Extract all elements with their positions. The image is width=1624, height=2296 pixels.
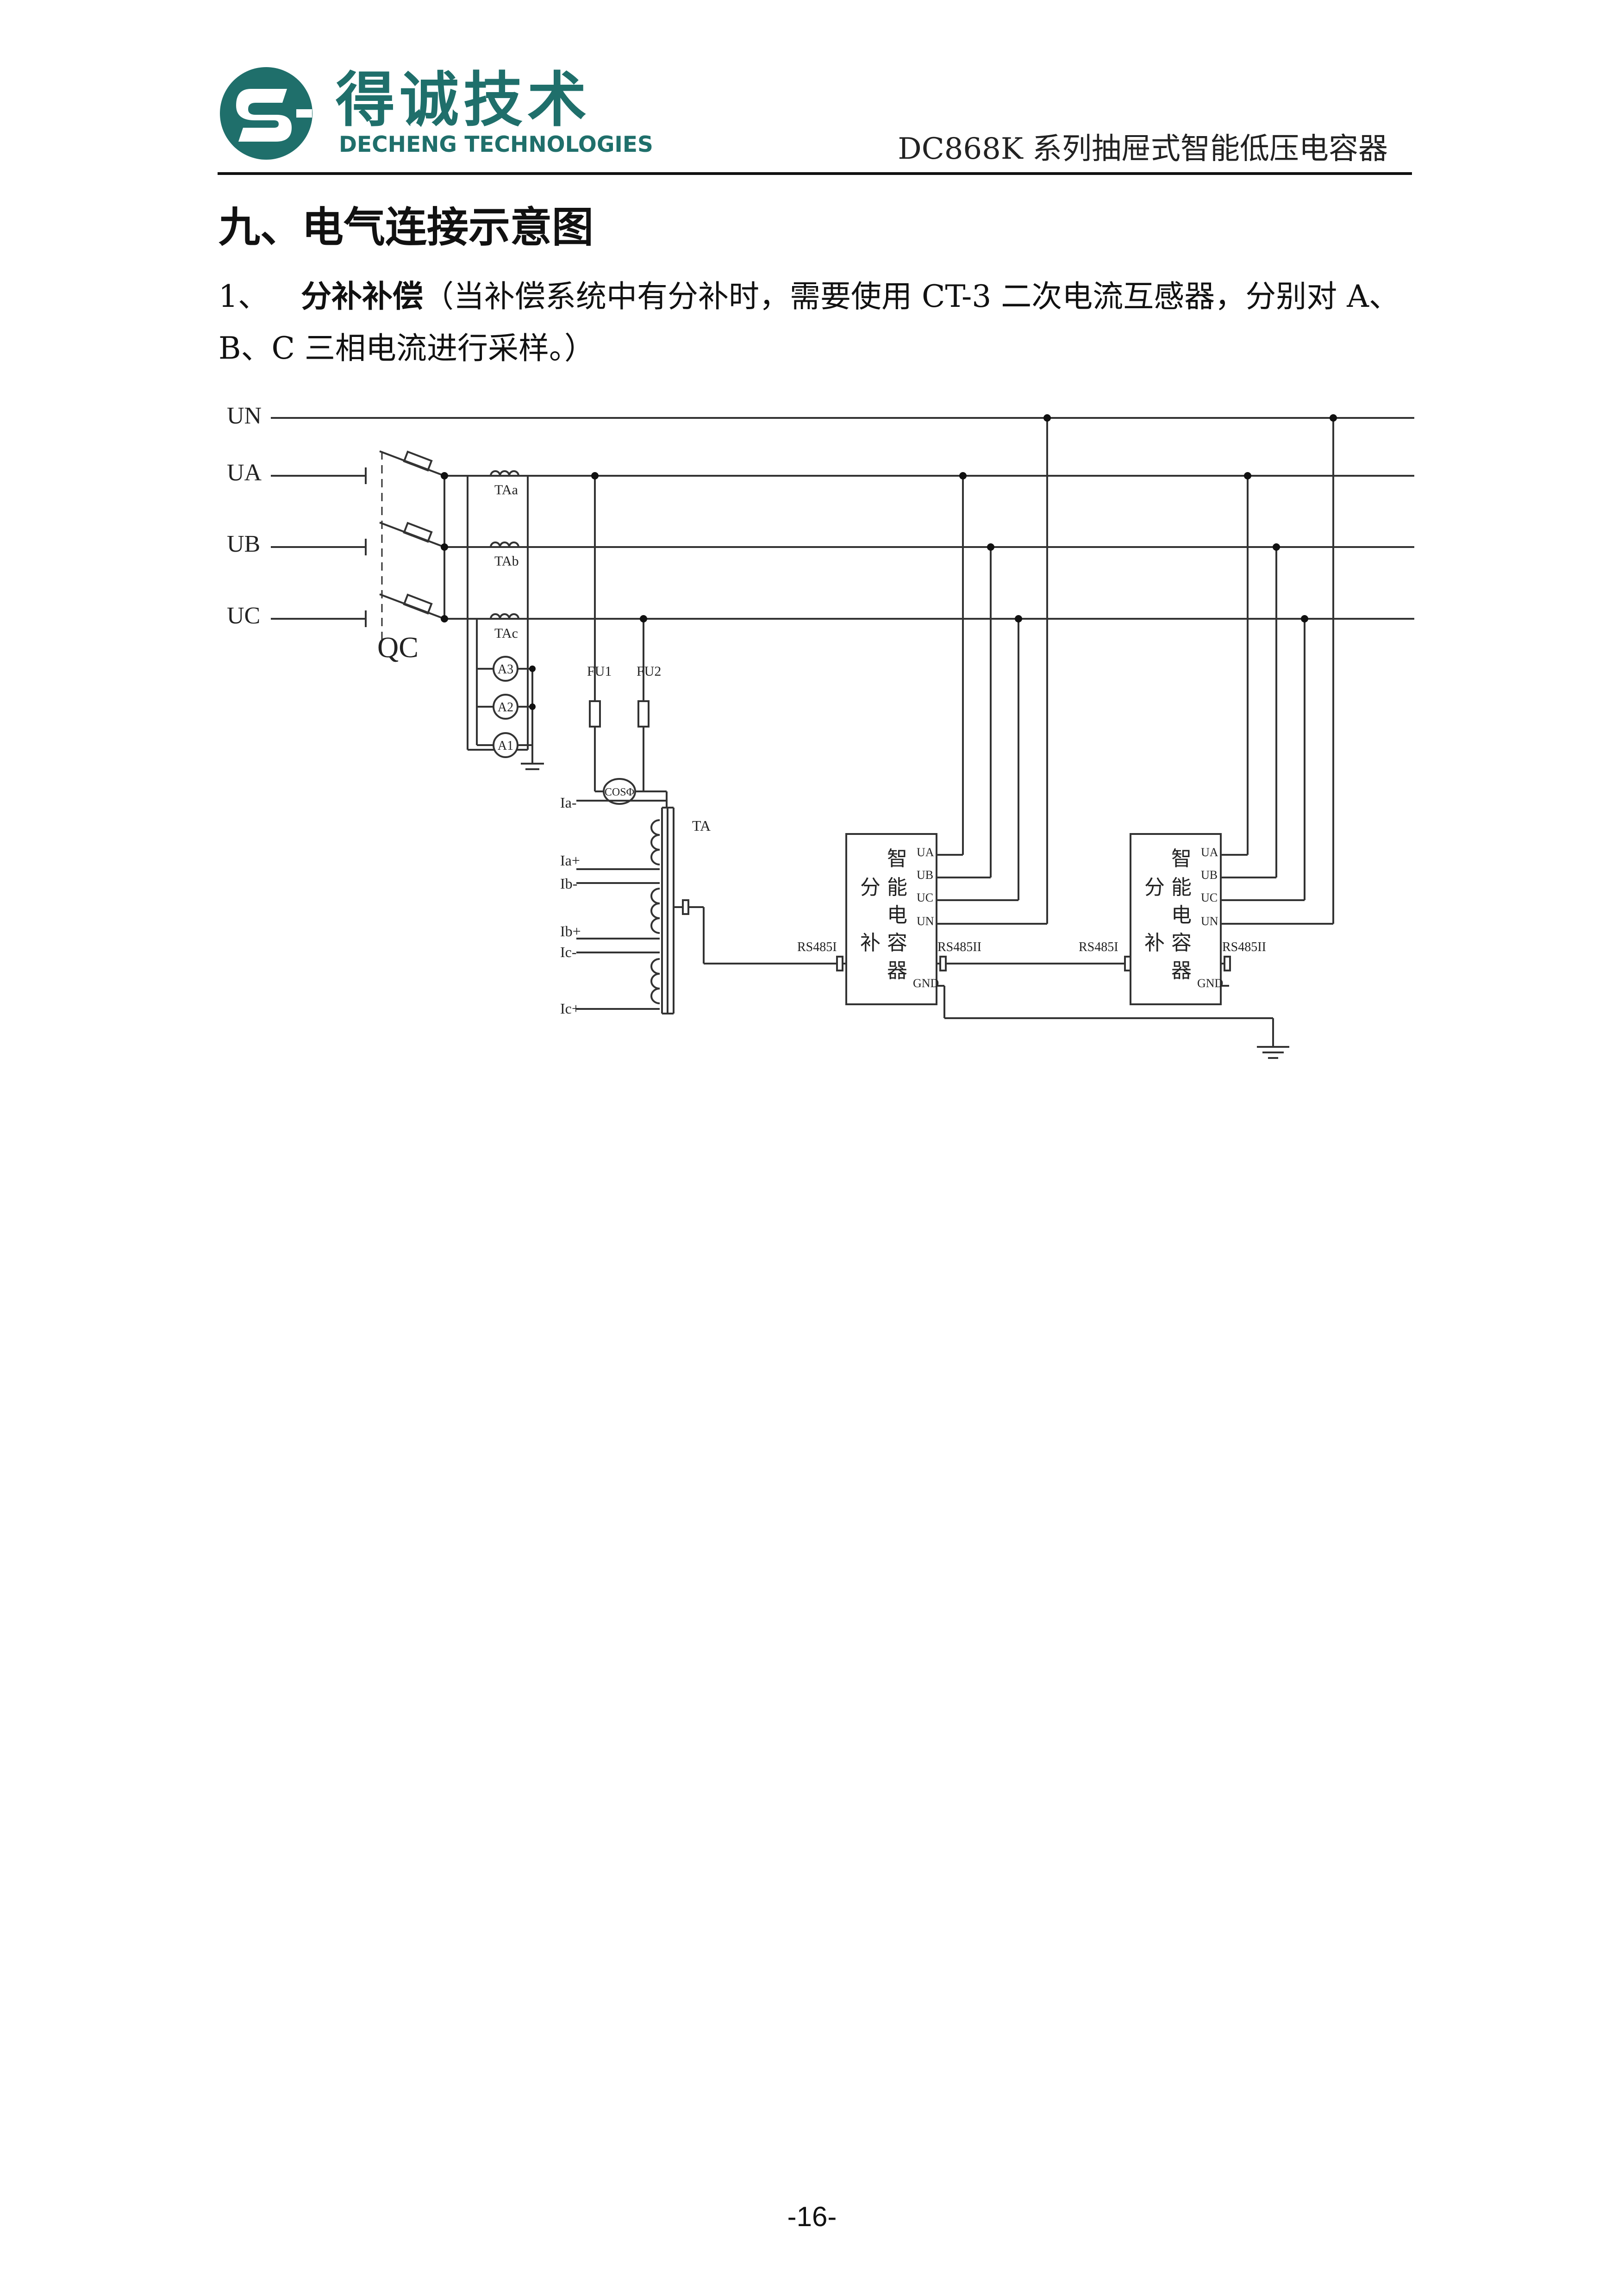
- cap2-char-fen: 分: [1144, 876, 1165, 899]
- paragraph-number: 1、: [219, 279, 269, 314]
- cap1-terminal-gnd: GND: [913, 977, 939, 990]
- cap2-char-dian: 电: [1171, 904, 1192, 927]
- paragraph-bold-term: 分补补偿: [301, 279, 423, 314]
- bus-label-ua: UA: [227, 460, 262, 486]
- cap2-terminal-ua: UA: [1201, 846, 1218, 859]
- ta-terminal-ib-minus: Ib-: [560, 875, 577, 892]
- ta-terminal-ic-minus: Ic-: [560, 944, 577, 960]
- capacitor-unit-1: [831, 414, 1273, 1019]
- fuse-label-fu1: FU1: [587, 664, 612, 679]
- cap2-char-qi: 器: [1171, 959, 1192, 982]
- cap2-rs485-in: RS485I: [1079, 940, 1118, 954]
- ta-transformer: [576, 800, 831, 1014]
- cap1-char-rong: 容: [887, 932, 907, 954]
- cap1-char-qi: 器: [887, 959, 907, 982]
- cap1-char-neng: 能: [887, 876, 907, 899]
- section-title: 九、电气连接示意图: [219, 203, 593, 252]
- ta-label: TA: [692, 817, 711, 834]
- ammeter-label-a1: A1: [498, 739, 513, 753]
- ct-label-tac: TAc: [494, 626, 518, 641]
- ta-terminal-ic-plus: Ic+: [560, 1000, 580, 1017]
- cap1-terminal-ub: UB: [917, 868, 933, 882]
- cap2-terminal-uc: UC: [1201, 891, 1218, 904]
- ct-label-tab: TAb: [494, 554, 519, 569]
- fuse-label-fu2: FU2: [637, 664, 661, 679]
- cap2-char-zhi: 智: [1171, 847, 1192, 870]
- cap2-terminal-ub: UB: [1201, 868, 1218, 882]
- ta-terminal-ia-plus: Ia+: [560, 852, 580, 869]
- cap1-char-zhi: 智: [887, 847, 907, 870]
- ta-terminal-ib-plus: Ib+: [560, 923, 581, 940]
- cap1-terminal-ua: UA: [917, 846, 934, 859]
- cap1-rs485-in: RS485I: [797, 940, 837, 954]
- paragraph-text: （当补偿系统中有分补时，需要使用 CT-3 二次电流互感器，分别对 A、B、C …: [219, 279, 1399, 366]
- ct-label-taa: TAa: [494, 482, 518, 498]
- decheng-logo-mark: [220, 67, 312, 160]
- cap1-terminal-un: UN: [917, 915, 934, 928]
- header-divider: [218, 172, 1412, 175]
- fuse-group: [589, 472, 650, 792]
- ammeter-label-a3: A3: [498, 662, 513, 677]
- bus-label-uc: UC: [227, 603, 260, 629]
- power-factor-label: COSΦ: [605, 786, 634, 798]
- cap2-terminal-un: UN: [1201, 915, 1218, 928]
- bus-label-ub: UB: [227, 531, 260, 557]
- logo-name-cn: 得诚技术: [336, 66, 592, 135]
- cap2-terminal-gnd: GND: [1197, 977, 1223, 990]
- breaker-qc: [271, 450, 445, 646]
- cap1-rs485-out: RS485II: [937, 940, 981, 954]
- logo-name-en: DECHENG TECHNOLOGIES: [339, 132, 653, 157]
- document-title: DC868K 系列抽屉式智能低压电容器: [898, 132, 1388, 166]
- cap2-rs485-out: RS485II: [1222, 940, 1266, 954]
- ta-terminal-ia-minus: Ia-: [560, 794, 577, 811]
- bus-label-un: UN: [227, 403, 262, 429]
- cap2-char-rong: 容: [1171, 932, 1192, 954]
- section-paragraph: 1、分补补偿（当补偿系统中有分补时，需要使用 CT-3 二次电流互感器，分别对 …: [219, 271, 1413, 374]
- company-logo: 得诚技术 DECHENG TECHNOLOGIES: [218, 65, 653, 162]
- cap1-char-fen: 分: [860, 876, 881, 899]
- ammeter-label-a2: A2: [498, 700, 513, 715]
- breaker-label: QC: [377, 631, 418, 664]
- capacitor-unit-2: [1124, 414, 1337, 1059]
- page-number: -16-: [787, 2201, 837, 2232]
- cap1-terminal-uc: UC: [917, 891, 933, 904]
- cap1-char-bu: 补: [860, 932, 881, 954]
- cap1-char-dian: 电: [887, 904, 907, 927]
- cap2-char-bu: 补: [1144, 932, 1165, 954]
- power-factor-meter: [603, 778, 668, 808]
- cap2-char-neng: 能: [1171, 876, 1192, 899]
- ammeter-group: [493, 656, 544, 770]
